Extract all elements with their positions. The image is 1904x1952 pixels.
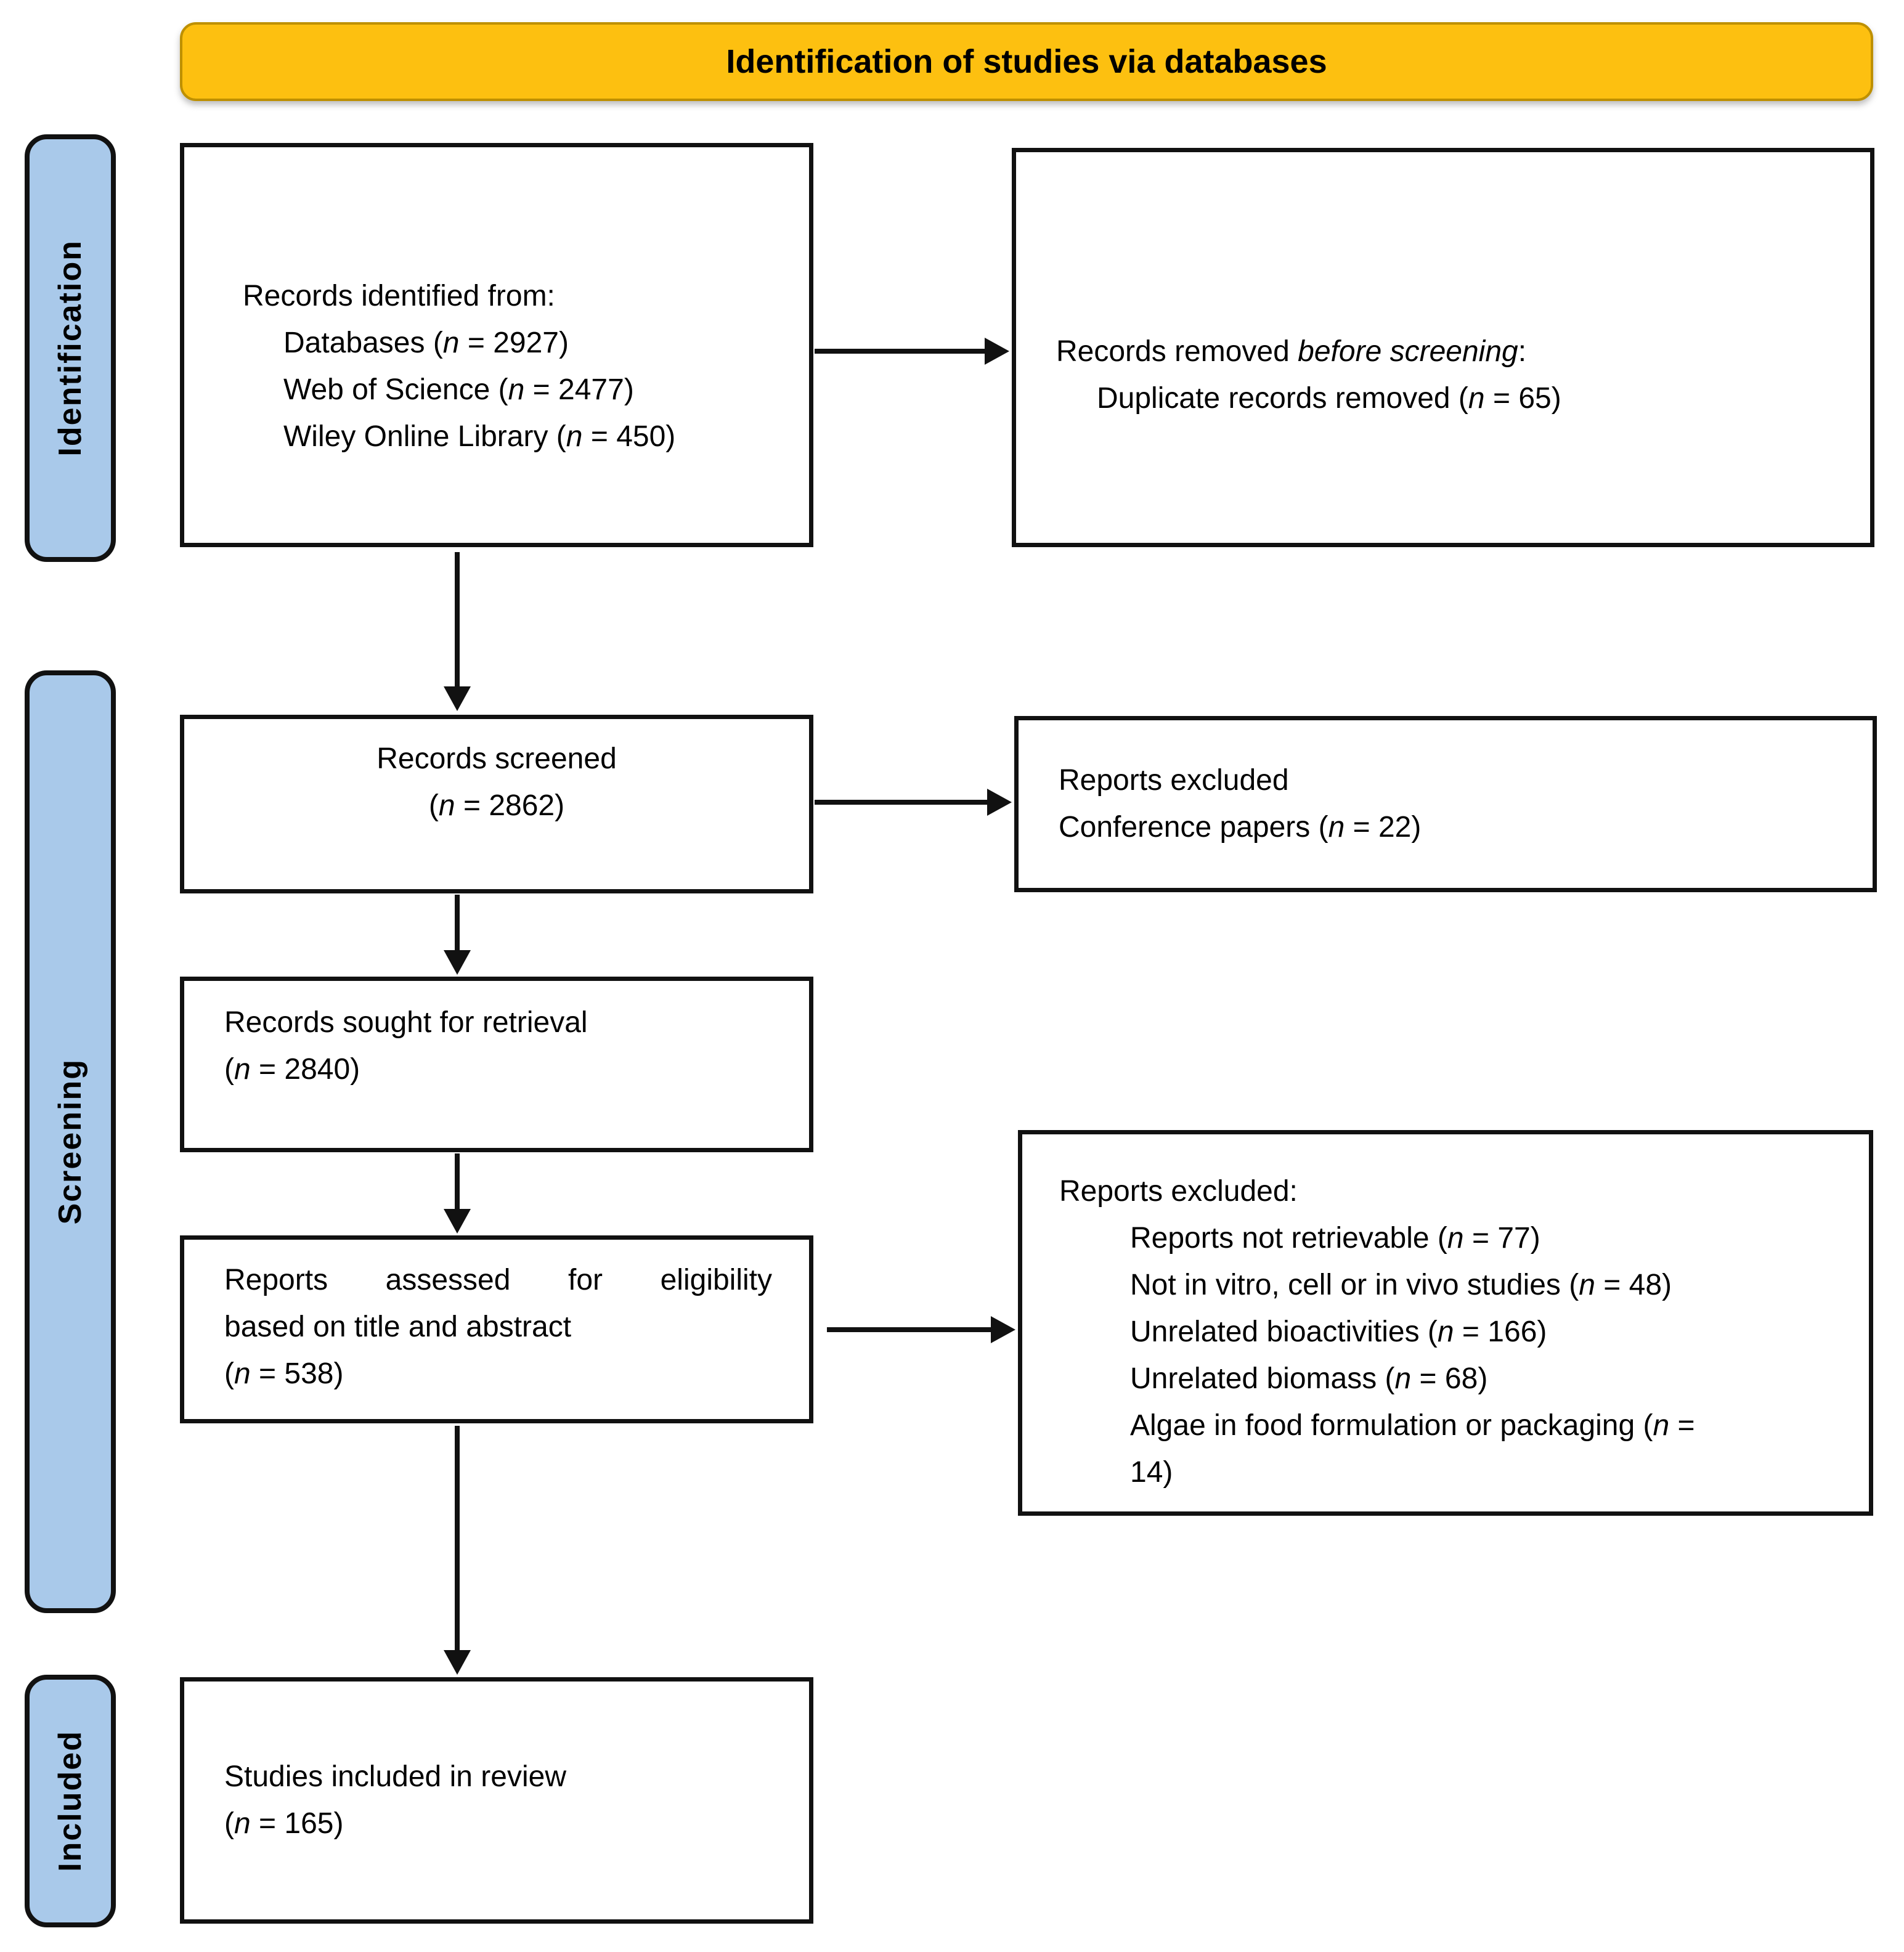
arrow-identified-to-screened xyxy=(444,552,471,711)
stage-label-identification: Identification xyxy=(52,240,88,457)
box-records-screened: Records screened (n = 2862) xyxy=(180,715,813,893)
studies-included-count: (n = 165) xyxy=(224,1807,344,1840)
box-studies-included: Studies included in review (n = 165) xyxy=(180,1677,813,1924)
arrow-head-down-icon xyxy=(444,950,471,975)
reports-excluded-screening-line2: Conference papers (n = 22) xyxy=(1059,811,1422,844)
box-records-sought: Records sought for retrieval (n = 2840) xyxy=(180,977,813,1152)
records-removed-heading: Records removed before screening: xyxy=(1056,335,1527,368)
records-identified-item-databases: Databases (n = 2927) xyxy=(283,327,569,359)
arrow-shaft xyxy=(815,349,986,354)
arrow-shaft xyxy=(815,800,988,805)
box-reports-excluded-screening: Reports excluded Conference papers (n = … xyxy=(1014,716,1877,892)
excluded-item-algae-food: Algae in food formulation or packaging (… xyxy=(1130,1409,1695,1489)
arrow-screened-to-sought xyxy=(444,895,471,975)
arrow-head-right-icon xyxy=(991,1316,1015,1343)
arrow-assessed-to-excluded xyxy=(827,1316,1015,1343)
arrow-identified-to-removed xyxy=(815,338,1009,365)
records-sought-count: (n = 2840) xyxy=(224,1053,360,1086)
excluded-item-not-retrievable: Reports not retrievable (n = 77) xyxy=(1130,1222,1540,1255)
box-records-removed: Records removed before screening: Duplic… xyxy=(1012,148,1874,547)
arrow-shaft xyxy=(455,895,460,951)
arrow-shaft xyxy=(455,1426,460,1651)
arrow-shaft xyxy=(455,552,460,688)
excluded-item-unrelated-bioactivities: Unrelated bioactivities (n = 166) xyxy=(1130,1316,1547,1348)
arrow-head-down-icon xyxy=(444,686,471,711)
records-screened-count: (n = 2862) xyxy=(428,789,565,822)
arrow-assessed-to-included xyxy=(444,1426,471,1675)
stage-label-included: Included xyxy=(52,1730,88,1872)
records-removed-item-duplicates: Duplicate records removed (n = 65) xyxy=(1097,382,1561,415)
stage-label-screening: Screening xyxy=(52,1059,88,1225)
excluded-item-unrelated-biomass: Unrelated biomass (n = 68) xyxy=(1130,1362,1488,1395)
records-identified-item-wiley: Wiley Online Library (n = 450) xyxy=(283,420,676,453)
stage-bar-included: Included xyxy=(25,1675,116,1927)
arrow-head-right-icon xyxy=(987,789,1012,816)
title-banner-label: Identification of studies via databases xyxy=(726,43,1327,80)
arrow-shaft xyxy=(455,1153,460,1210)
reports-excluded-screening-line1: Reports excluded xyxy=(1059,764,1289,797)
box-reports-excluded-eligibility: Reports excluded: Reports not retrievabl… xyxy=(1018,1130,1873,1516)
arrow-sought-to-assessed xyxy=(444,1153,471,1234)
arrow-shaft xyxy=(827,1327,992,1332)
arrow-head-down-icon xyxy=(444,1209,471,1234)
studies-included-line1: Studies included in review xyxy=(224,1760,566,1793)
stage-bar-identification: Identification xyxy=(25,134,116,562)
reports-excluded-eligibility-heading: Reports excluded: xyxy=(1059,1175,1298,1208)
box-reports-assessed: Reports assessed for eligibility based o… xyxy=(180,1235,813,1423)
excluded-item-not-in-vitro: Not in vitro, cell or in vivo studies (n… xyxy=(1130,1269,1672,1301)
reports-assessed-line2: based on title and abstract xyxy=(224,1311,572,1343)
box-records-identified: Records identified from: Databases (n = … xyxy=(180,143,813,547)
records-screened-line1: Records screened xyxy=(376,742,617,775)
reports-assessed-count: (n = 538) xyxy=(224,1357,344,1390)
arrow-head-right-icon xyxy=(985,338,1009,365)
records-identified-item-web-of-science: Web of Science (n = 2477) xyxy=(283,373,634,406)
arrow-screened-to-excluded xyxy=(815,789,1012,816)
title-banner: Identification of studies via databases xyxy=(180,22,1873,101)
reports-assessed-line1: Reports assessed for eligibility xyxy=(224,1264,772,1296)
records-identified-heading: Records identified from: xyxy=(243,280,555,312)
records-sought-line1: Records sought for retrieval xyxy=(224,1006,588,1039)
arrow-head-down-icon xyxy=(444,1650,471,1675)
stage-bar-screening: Screening xyxy=(25,670,116,1613)
